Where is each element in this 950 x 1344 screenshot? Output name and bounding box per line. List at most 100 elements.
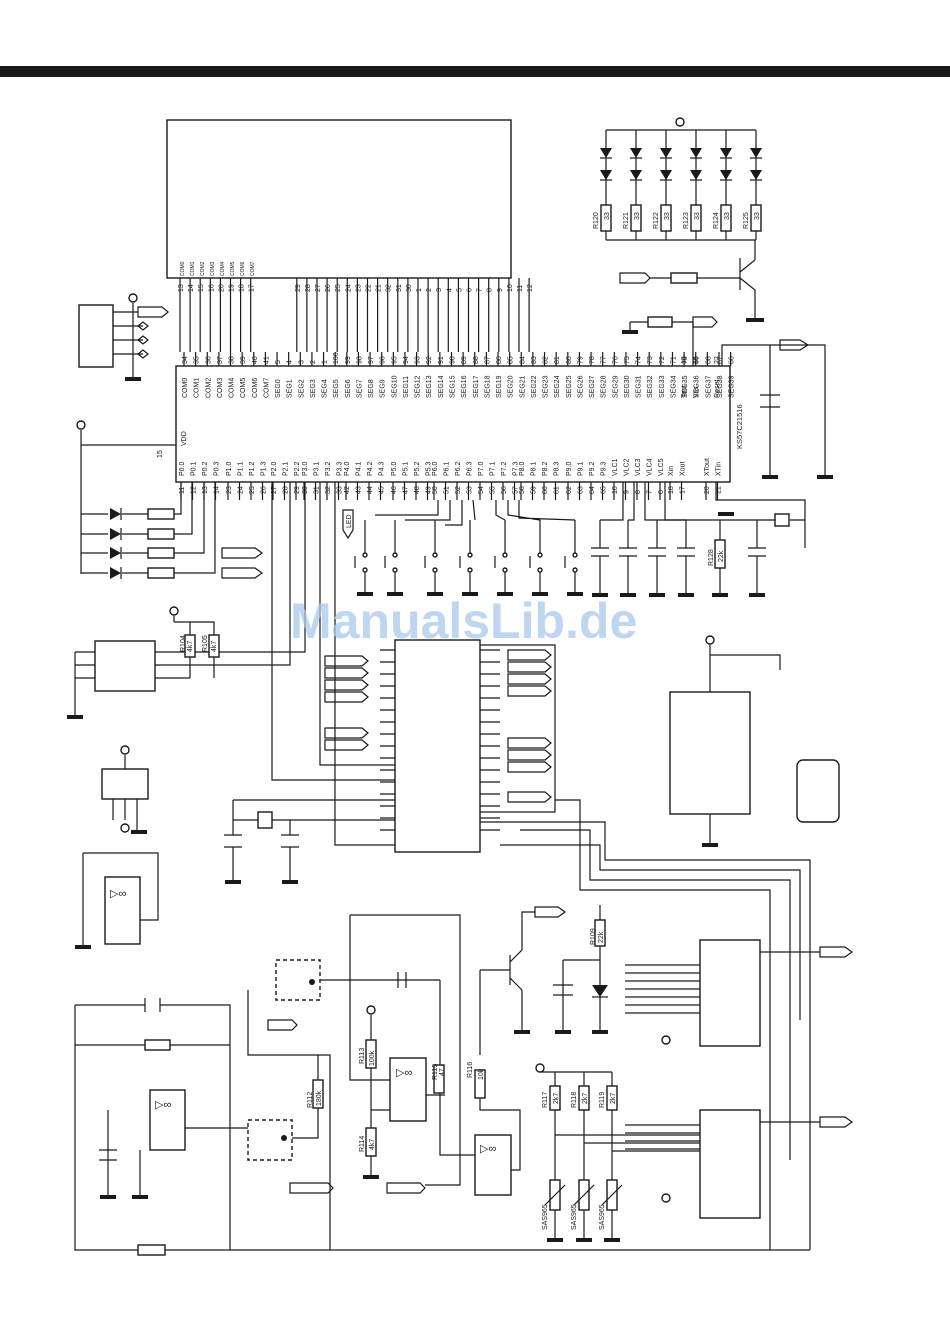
- vlc-capacitor: [677, 520, 695, 593]
- led-diode: [750, 148, 762, 158]
- status-led-resistor: [147, 567, 175, 579]
- lcd-pin-number: 24: [345, 284, 352, 292]
- ic-pin-label: SEG36: [694, 375, 701, 398]
- svg-text:▷∞: ▷∞: [480, 1143, 496, 1155]
- lcd-pin-number: 12: [527, 284, 534, 292]
- svg-text:R114: R114: [359, 1136, 366, 1152]
- ic-pin-number: 10: [612, 486, 619, 494]
- vlc-capacitor: [591, 520, 609, 593]
- vlc-ground: [592, 593, 608, 597]
- svg-text:47: 47: [439, 1068, 446, 1076]
- lcd-pin-number: 31: [396, 284, 403, 292]
- ic-pin-label: P7.2: [501, 461, 508, 476]
- ic-pin-number: 25: [249, 486, 256, 494]
- led-resistor: [690, 204, 702, 232]
- ic-pin-label: P0.3: [214, 461, 221, 476]
- ic-pin-number: 79: [577, 356, 584, 364]
- lcd-com-label: COM5: [230, 261, 236, 276]
- ic-pin-label: VLC4: [647, 458, 654, 476]
- status-led-resistor: [147, 508, 175, 520]
- svg-text:22k: 22k: [718, 550, 725, 562]
- ic-pin-number: 87: [484, 356, 491, 364]
- status-led-tags: [221, 547, 264, 579]
- ic-pin-label: XTout: [704, 458, 711, 476]
- ic-pin-number: 36: [205, 356, 212, 364]
- mux-ic-2: [699, 1109, 761, 1219]
- status-led: [110, 547, 121, 559]
- keypad-switch-wire: [564, 520, 576, 592]
- sensor-supply: [535, 1063, 545, 1073]
- ic-pin-label: P4.3: [379, 461, 386, 476]
- lcd-com-label: COM3: [210, 261, 216, 276]
- ic-pin-number: 41: [263, 356, 270, 364]
- ic-pin-label: SEG2: [298, 379, 305, 398]
- ic-pin-number: 69: [694, 356, 701, 364]
- led-diode: [690, 170, 702, 180]
- led-resistor-value: 33: [634, 212, 641, 220]
- ic-pin-label: SEG10: [391, 375, 398, 398]
- led-diode: [600, 148, 612, 158]
- ic-pin-number: 57: [513, 486, 520, 494]
- ic-pin-label: VLC5: [658, 458, 665, 476]
- ic-pin-number: 45: [379, 486, 386, 494]
- ic-pin-label: P5.0: [391, 461, 398, 476]
- sensor-resistor: [578, 1085, 590, 1111]
- keypad-ground: [357, 592, 373, 596]
- ic-pin-label: SEG0: [275, 379, 282, 398]
- ic-pin-label: P9.1: [578, 461, 585, 476]
- ic-pin-number: 50: [432, 486, 439, 494]
- ic-pin-label: Reset: [714, 380, 721, 398]
- ic-pin-label: SEG13: [426, 375, 433, 398]
- keypad-ground: [427, 592, 443, 596]
- ic-pin-number: 40: [252, 356, 259, 364]
- ic-pin-number: 18: [668, 486, 675, 494]
- led-diode: [750, 170, 762, 180]
- keypad-switch-contact: [392, 567, 398, 573]
- ic-pin-label: P9.3: [601, 461, 608, 476]
- ic-pin-label: SEG31: [636, 375, 643, 398]
- ic-pin-label: Xout: [680, 462, 687, 476]
- ic-pin-label: SEG5: [333, 379, 340, 398]
- lcd-pin-number: 32: [386, 284, 393, 292]
- lcd-pin-number: 4: [446, 288, 453, 292]
- keypad-ground: [567, 592, 583, 596]
- ic-pin-number: 60: [542, 486, 549, 494]
- led-diode: [720, 148, 732, 158]
- watermark: ManualsLib.de: [290, 593, 637, 649]
- opamp-block-1: ▷∞: [75, 852, 159, 949]
- vlc-capacitor: [648, 520, 666, 593]
- status-led-wire: [81, 482, 205, 554]
- ic-pin-label: P3.1: [314, 461, 321, 476]
- vlc-ground: [678, 593, 694, 597]
- lcd-pin-number: 2: [426, 288, 433, 292]
- led-resistor: [720, 204, 732, 232]
- svg-text:4k7: 4k7: [211, 641, 218, 652]
- interface-ic-tag: [507, 661, 552, 673]
- svg-text:4k7: 4k7: [187, 641, 194, 652]
- keypad-switches: [354, 499, 583, 596]
- interface-ic-links: [271, 482, 395, 846]
- keypad-switch-wire: [424, 520, 436, 592]
- ic-pin-label: SEG33: [659, 375, 666, 398]
- ic-pin-label: P3.0: [302, 461, 309, 476]
- lcd-to-ic-bus: [179, 278, 530, 352]
- sensor-ground: [604, 1238, 620, 1242]
- ic-pin-label: COM3: [217, 378, 224, 398]
- ic-pin-label: Vss: [693, 386, 700, 398]
- ic-pin-label: SEG18: [484, 375, 491, 398]
- ic-pin-number: 11: [179, 487, 186, 494]
- ic-pin-number: 94: [403, 356, 410, 364]
- ic-pin-number: 92: [426, 356, 433, 364]
- ic-pin-number: 52: [455, 486, 462, 494]
- ic-pin-number: 70: [682, 356, 689, 364]
- ic-pin-number: 93: [415, 356, 422, 364]
- rs232-ic: [669, 635, 840, 847]
- ic-pin-number: 99: [345, 356, 352, 364]
- svg-text:R116: R116: [467, 1062, 474, 1078]
- ic-pin-label: SEG24: [554, 375, 561, 398]
- ic-pin-number: 73: [647, 356, 654, 364]
